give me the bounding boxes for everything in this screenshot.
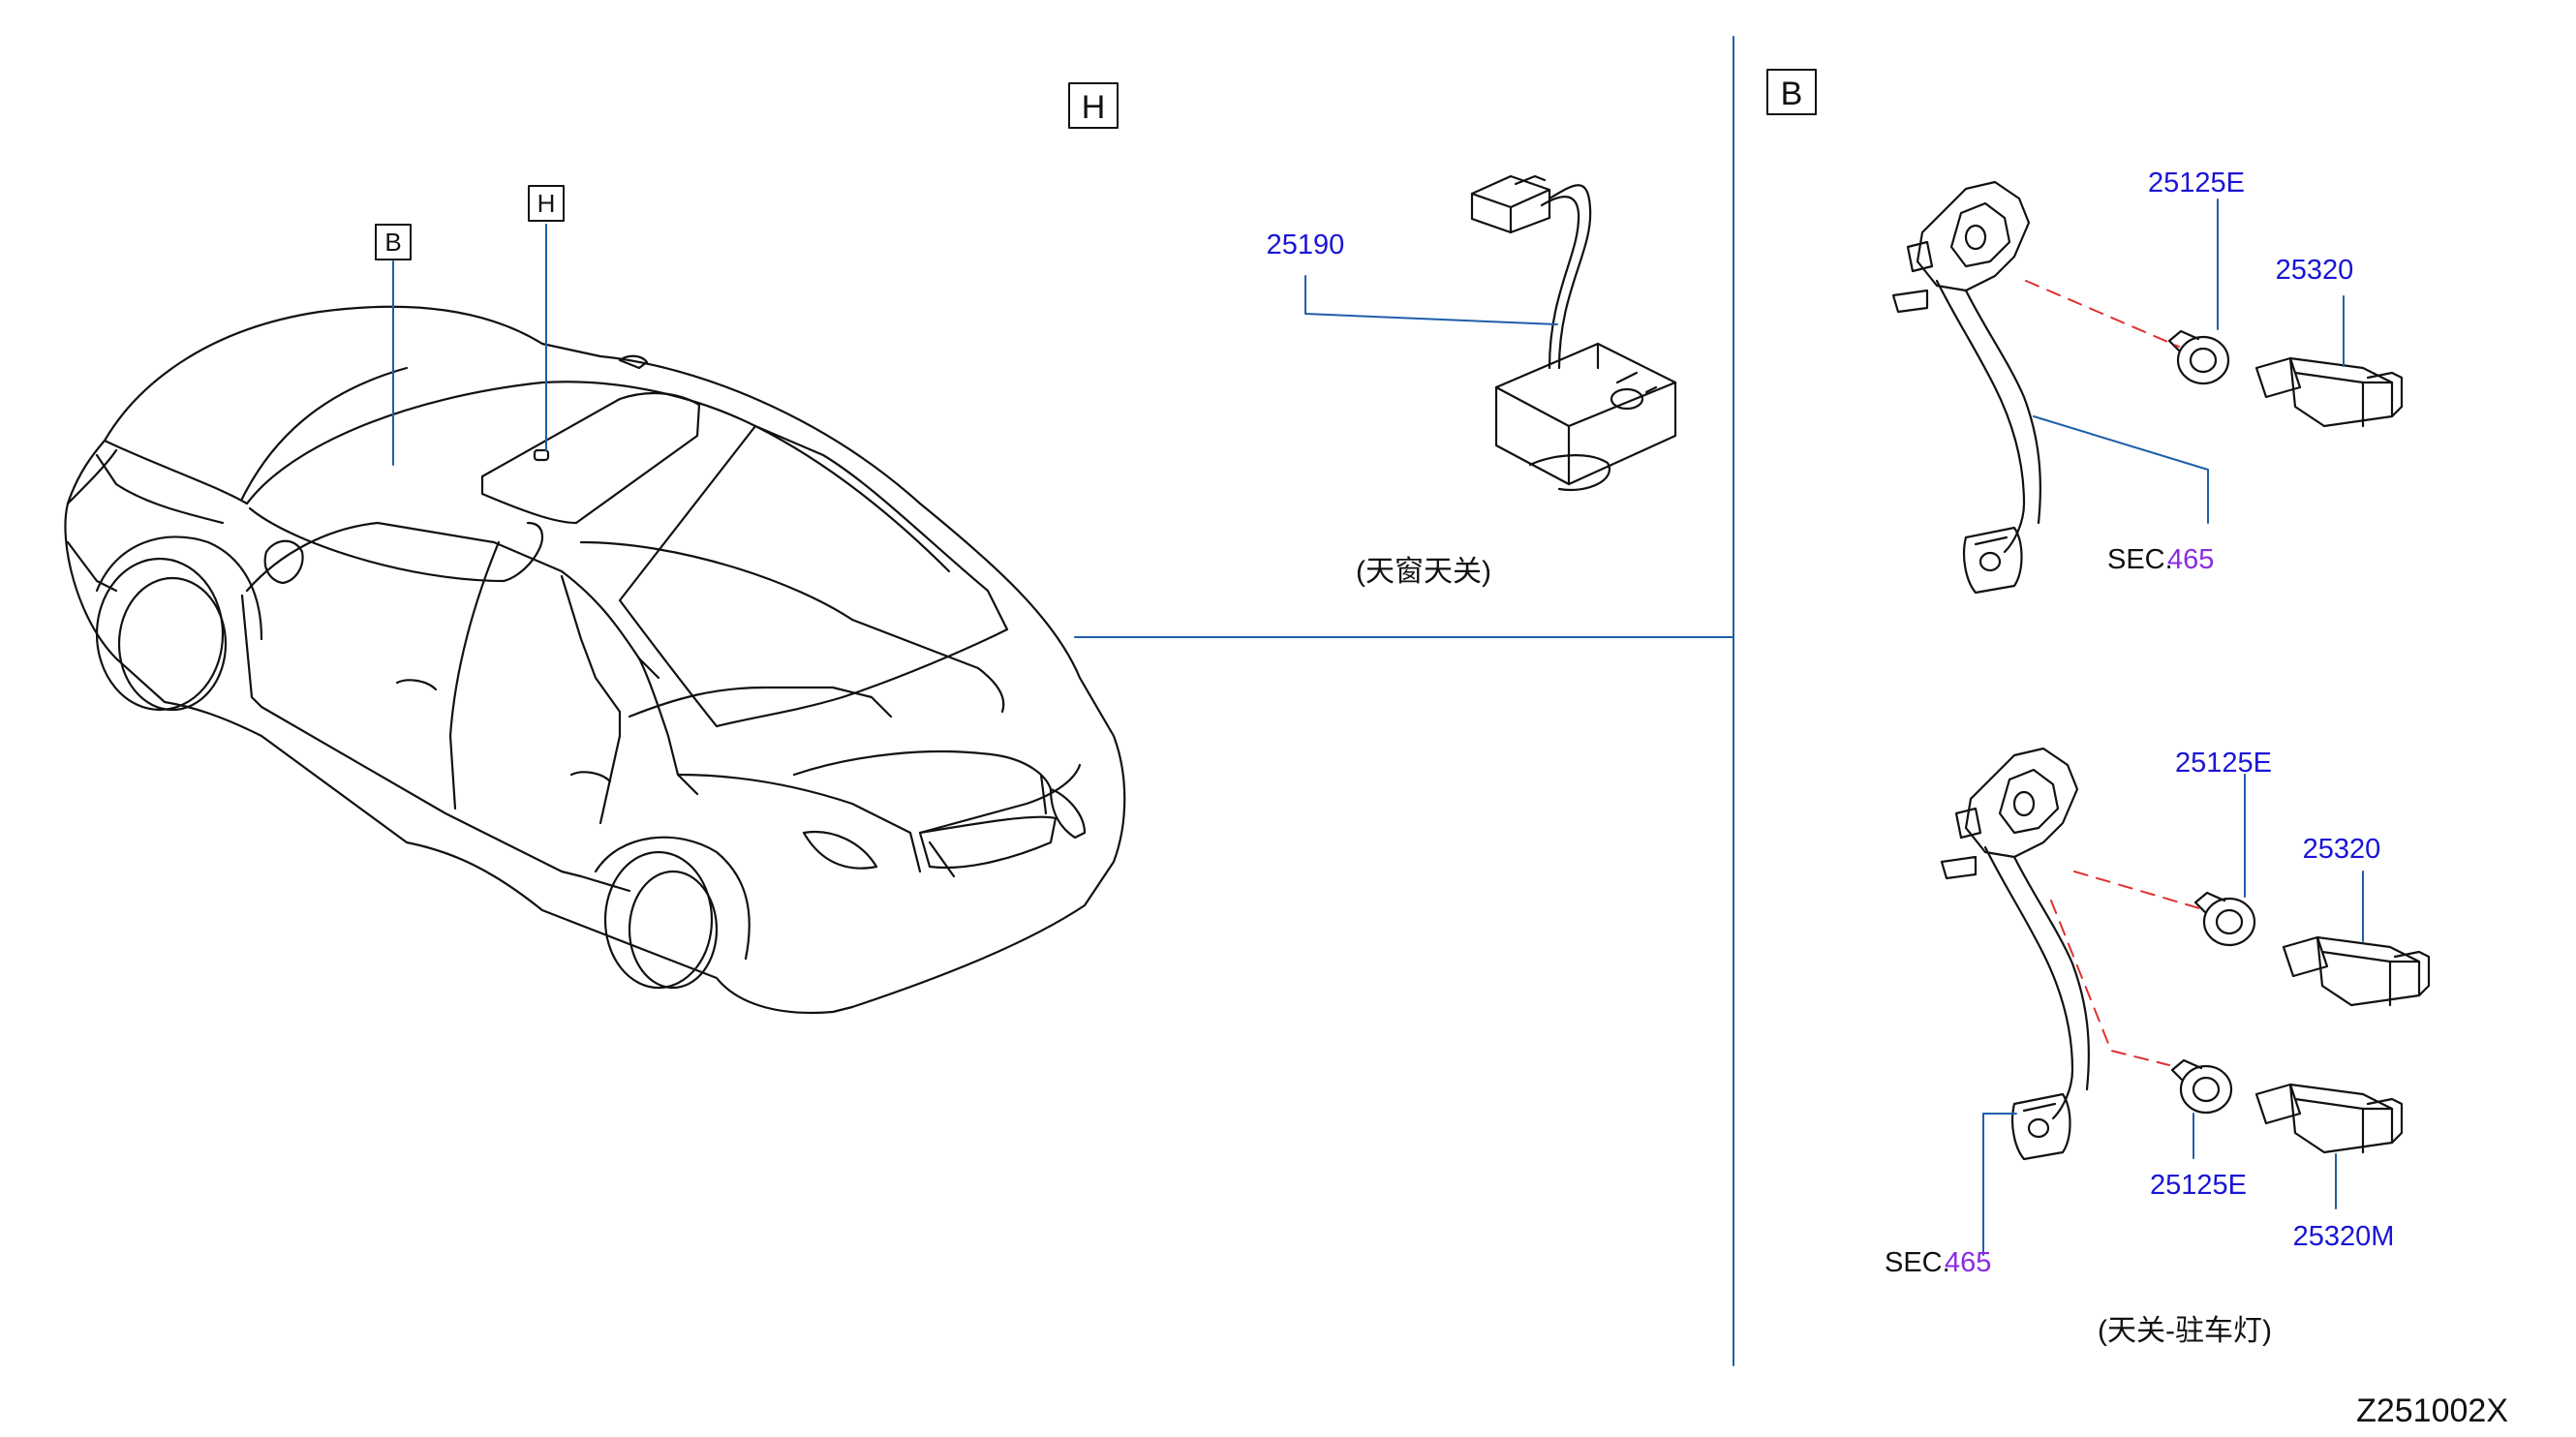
diagram-code: Z251002X <box>2356 1392 2508 1429</box>
clip-25125e-top <box>2167 329 2230 385</box>
car-callout-h: H <box>537 189 556 218</box>
dash-bottom <box>2050 871 2207 1066</box>
leader-25190 <box>1304 275 1558 325</box>
dash-top <box>2025 280 2180 348</box>
part-number-25125e-bottom: 25125E <box>2150 1170 2247 1201</box>
switch-25320-top <box>2254 356 2404 428</box>
section-b-caption: (天关-驻车灯) <box>2098 1315 2272 1347</box>
clip-25125e-mid <box>2193 891 2256 947</box>
switch-25320m-bottom <box>2254 1083 2404 1154</box>
brake-pedal-bottom <box>1940 747 2090 1161</box>
car-callout-b: B <box>384 228 401 257</box>
section-h-letter: H <box>1082 89 1106 126</box>
section-dividers <box>1074 36 1734 1366</box>
part-number-25125e-mid: 25125E <box>2175 748 2272 779</box>
part-number-25190: 25190 <box>1267 229 1345 260</box>
car-illustration <box>64 305 1126 1014</box>
sunroof-switch-25190 <box>1470 174 1677 492</box>
sec-ref-top-prefix: SEC. <box>2107 544 2173 575</box>
section-b-letter: B <box>1781 76 1803 112</box>
leaders-top <box>2033 199 2345 524</box>
switch-25320-mid <box>2282 935 2431 1007</box>
clip-25125e-bottom <box>2170 1058 2233 1115</box>
sec-ref-bottom-prefix: SEC. <box>1885 1247 1950 1278</box>
sec-ref-bottom-number: 465 <box>1945 1247 1991 1278</box>
sec-ref-top-number: 465 <box>2167 544 2214 575</box>
leaders-bottom <box>1982 774 2364 1256</box>
section-b-box <box>1766 69 1817 115</box>
car-callout-leaders <box>392 224 547 466</box>
section-h-caption: (天窗天关) <box>1356 556 1491 588</box>
part-number-25125e-top: 25125E <box>2148 168 2245 199</box>
section-h-box <box>1068 82 1119 129</box>
part-number-25320-mid: 25320 <box>2303 834 2381 865</box>
car-callout-boxes <box>375 185 565 260</box>
labels: B H H B 25190 (天窗天关) 25125E 25320 SEC. 4… <box>384 76 2508 1429</box>
part-number-25320-top: 25320 <box>2276 255 2354 286</box>
brake-pedal-top <box>1891 180 2041 595</box>
part-number-25320m: 25320M <box>2293 1221 2395 1252</box>
